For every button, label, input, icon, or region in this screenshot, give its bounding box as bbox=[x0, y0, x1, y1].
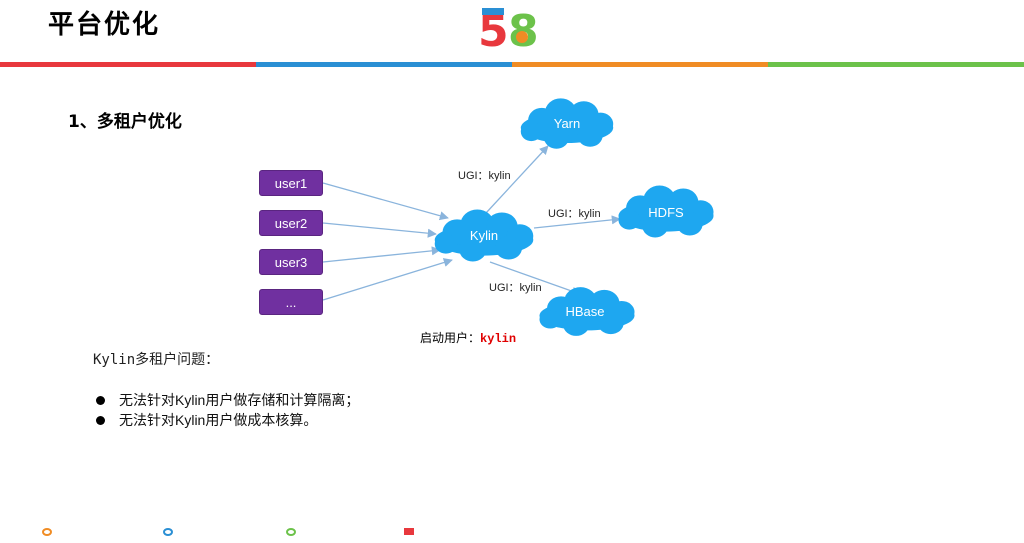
list-item: 无法针对Kylin用户做存储和计算隔离； bbox=[96, 390, 359, 410]
footer-mark-green bbox=[286, 528, 296, 536]
arrow-user1-kylin bbox=[322, 182, 449, 221]
cloud-label-yarn: Yarn bbox=[553, 116, 581, 131]
start-user-label: 启动用户： bbox=[420, 331, 481, 345]
bullet-text: 无法针对Kylin用户做存储和计算隔离； bbox=[119, 392, 360, 408]
user-box-more: ... bbox=[259, 289, 323, 315]
page-title: 平台优化 bbox=[48, 10, 161, 40]
bullet-icon bbox=[96, 415, 105, 425]
arrow-kylin-yarn bbox=[485, 145, 549, 214]
bullet-icon bbox=[96, 395, 105, 405]
arrow-user2-kylin bbox=[322, 222, 437, 238]
brand-logo: 5 8 bbox=[478, 6, 539, 52]
color-bar-blue bbox=[256, 62, 512, 67]
ugi-label-hdfs: UGI：kylin bbox=[548, 208, 601, 220]
cloud-label-hdfs: HDFS bbox=[648, 205, 684, 220]
header-color-bar bbox=[0, 62, 1024, 67]
user-box-3: user3 bbox=[259, 249, 323, 275]
user-box-2: user2 bbox=[259, 210, 323, 236]
arrow-kylin-hdfs bbox=[533, 215, 621, 229]
footer-mark-blue bbox=[163, 528, 173, 536]
color-bar-green bbox=[768, 62, 1024, 67]
section-title: 1、多租户优化 bbox=[68, 112, 182, 132]
footer-mark-red bbox=[404, 528, 414, 535]
problem-title: Kylin多租户问题： bbox=[93, 352, 220, 368]
cloud-label-hbase: HBase bbox=[565, 304, 605, 319]
color-bar-orange bbox=[512, 62, 768, 67]
bullet-text: 无法针对Kylin用户做成本核算。 bbox=[119, 412, 318, 428]
ugi-label-yarn: UGI：kylin bbox=[458, 170, 511, 182]
user-box-1: user1 bbox=[259, 170, 323, 196]
start-user-value: kylin bbox=[480, 332, 517, 346]
problem-list: 无法针对Kylin用户做存储和计算隔离； 无法针对Kylin用户做成本核算。 bbox=[96, 390, 359, 430]
start-user-note: 启动用户：kylin bbox=[420, 329, 516, 346]
footer-mark-orange bbox=[42, 528, 52, 536]
arrow-more-kylin bbox=[322, 258, 453, 301]
svg-text:8: 8 bbox=[508, 6, 539, 52]
arrow-kylin-hbase bbox=[489, 261, 581, 296]
color-bar-red bbox=[0, 62, 256, 67]
cloud-label-kylin: Kylin bbox=[469, 228, 499, 243]
list-item: 无法针对Kylin用户做成本核算。 bbox=[96, 410, 359, 430]
ugi-label-hbase: UGI：kylin bbox=[489, 282, 542, 294]
arrow-user3-kylin bbox=[322, 246, 441, 263]
